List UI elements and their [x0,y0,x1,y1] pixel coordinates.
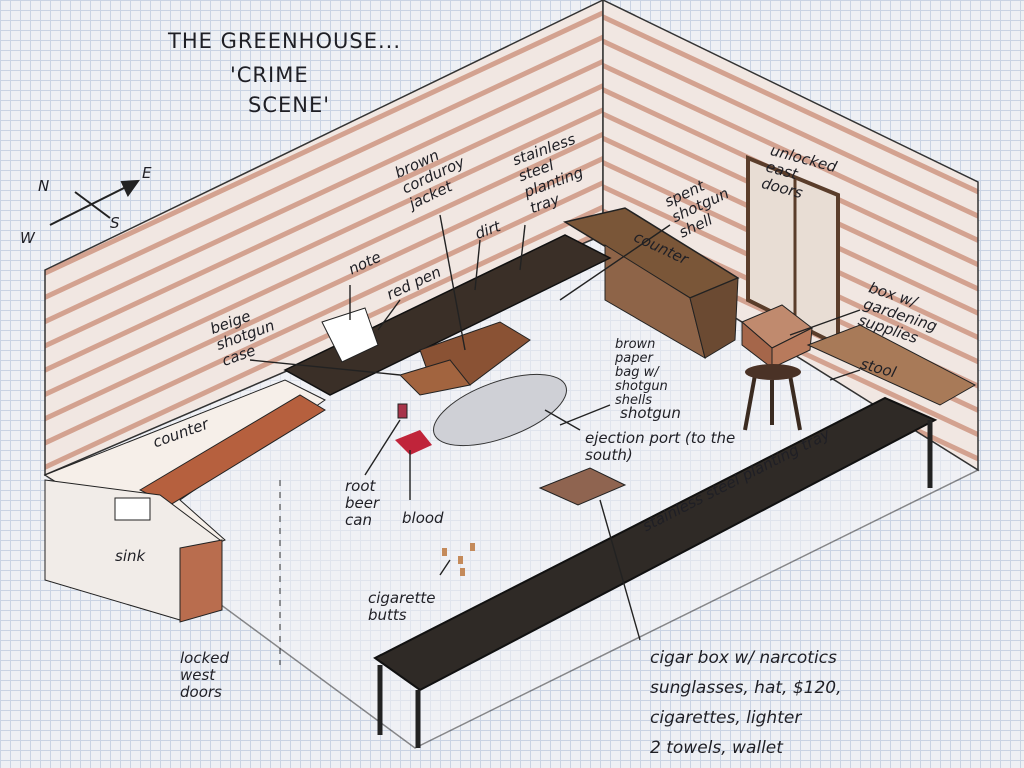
right-shelf [806,324,977,406]
compass-n: N [38,177,50,195]
leader-lines [249,214,861,641]
label-shotgun: shotgun [620,404,681,422]
label-ejection-port: ejection port (to the south) [585,429,736,464]
label-root-beer: root beer can [345,477,380,529]
sink-basin [114,497,151,521]
root-beer-can [397,403,408,419]
label-sink: sink [115,547,146,565]
label-blood: blood [402,509,444,527]
blood-pool [395,430,432,455]
compass-icon [49,179,141,226]
label-locked-west: locked west doors [180,649,230,701]
back-planting-tray [283,234,612,396]
cigarette-butts [442,543,475,576]
label-cigarette-butts: cigarette butts [368,589,436,624]
front-planting-tray [373,396,938,692]
label-cigar-box: cigar box w/ narcotics sunglasses, hat, … [650,648,842,758]
compass-s: S [110,214,120,232]
title-line-2: 'CRIME [230,63,309,87]
title-line-3: SCENE' [248,93,331,117]
compass-e: E [142,164,152,182]
cigar-box [538,467,627,506]
compass-w: W [20,229,35,247]
title-line-1: THE GREENHOUSE... [168,29,401,53]
stool [743,374,802,431]
label-brown-bag: brown paper bag w/ shotgun shells [615,337,668,408]
body [433,373,567,447]
shotgun-case [399,359,471,396]
